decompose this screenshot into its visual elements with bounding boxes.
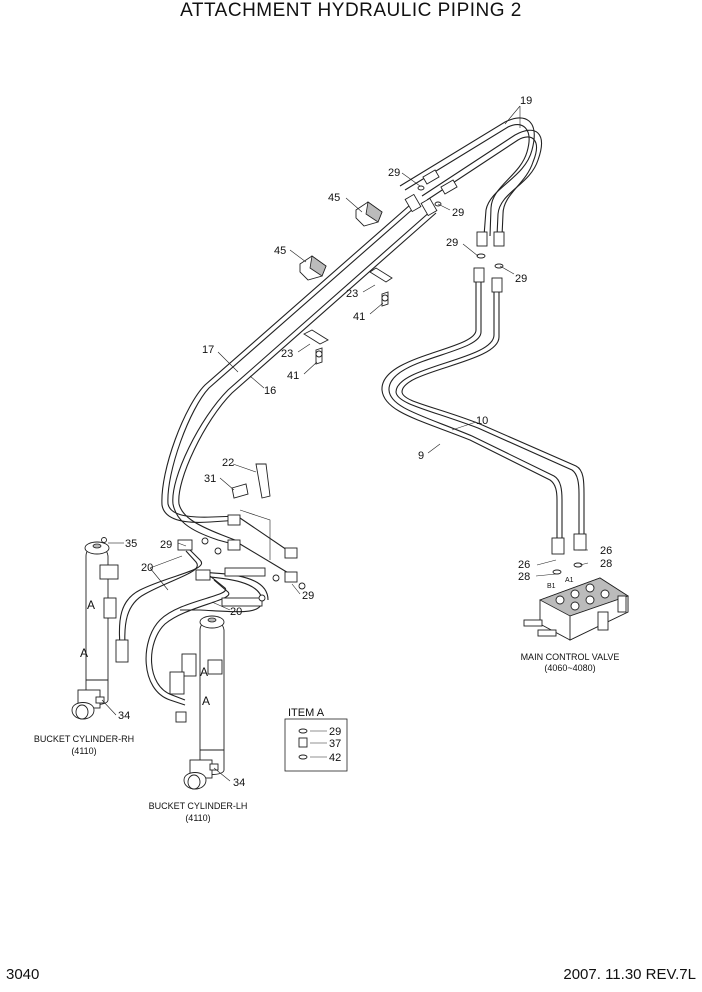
callout-41-lower: 41 [287,370,299,382]
callout-31: 31 [204,473,216,485]
hose-19 [399,117,542,237]
bucket-cylinder-lh-ref: (4110) [185,813,210,823]
fittings [177,169,587,607]
main-control-valve-ref: (4060~4080) [544,663,595,673]
bucket-cylinder-rh-label: BUCKET CYLINDER-RH [34,734,134,744]
bucket-cylinder-lh-label: BUCKET CYLINDER-LH [149,801,248,811]
page-number: 3040 [6,966,40,983]
detail-a-letters: A A A A [80,598,210,708]
callout-45-upper: 45 [328,192,340,204]
item-a-row-29: 29 [329,726,341,738]
detail-a-2: A [80,646,88,660]
bucket-cylinder-lh [169,615,225,790]
callout-17: 17 [202,344,214,356]
leader-lines [101,105,589,782]
port-b1: B1 [547,583,556,590]
detail-a-1: A [87,598,95,612]
valve-ports: B1 A1 [547,577,574,590]
callout-20-b: 20 [230,606,242,618]
pipe-9-10 [381,280,585,540]
callout-19: 19 [520,95,532,107]
bracket-23-lower [303,329,329,365]
main-control-valve [523,577,629,641]
callout-35: 35 [125,538,137,550]
callout-23-upper: 23 [346,288,358,300]
bucket-cylinder-rh-ref: (4110) [71,746,96,756]
callout-28-right: 28 [600,558,612,570]
callout-41-upper: 41 [353,311,365,323]
port-a1: A1 [565,577,574,584]
callout-28-left: 28 [518,571,530,583]
callout-34-rh: 34 [118,710,130,722]
item-a-box: ITEM A 29 37 42 [284,707,348,772]
revision-date: 2007. 11.30 REV.7L [563,966,696,983]
bracket-22 [231,463,271,560]
callout-29-a: 29 [388,167,400,179]
callout-9: 9 [418,450,424,462]
callout-29-c: 29 [446,237,458,249]
callout-22: 22 [222,457,234,469]
callout-10: 10 [476,415,488,427]
callout-23-lower: 23 [281,348,293,360]
detail-a-4: A [202,694,210,708]
item-a-row-42: 42 [329,752,341,764]
detail-a-3: A [200,665,208,679]
callout-29-b: 29 [452,207,464,219]
callout-16: 16 [264,385,276,397]
bucket-cylinder-rh [71,537,129,720]
main-control-valve-label: MAIN CONTROL VALVE [521,652,620,662]
callout-45-lower: 45 [274,245,286,257]
bracket-23-upper [369,267,393,307]
item-a-title: ITEM A [288,707,325,719]
callout-26-left: 26 [518,559,530,571]
callout-29-e: 29 [160,539,172,551]
callout-20-a: 20 [141,562,153,574]
callout-labels: 19 29 29 45 29 29 45 23 41 23 41 17 16 1… [118,95,612,789]
clamp-45-lower [299,255,327,281]
component-captions: MAIN CONTROL VALVE (4060~4080) BUCKET CY… [34,652,620,823]
callout-29-f: 29 [302,590,314,602]
callout-26-right: 26 [600,545,612,557]
page-title: ATTACHMENT HYDRAULIC PIPING 2 [180,0,522,21]
pipe-16-17 [161,204,437,575]
item-a-row-37: 37 [329,738,341,750]
clamp-45-upper [355,201,383,227]
callout-34-lh: 34 [233,777,245,789]
callout-29-d: 29 [515,273,527,285]
